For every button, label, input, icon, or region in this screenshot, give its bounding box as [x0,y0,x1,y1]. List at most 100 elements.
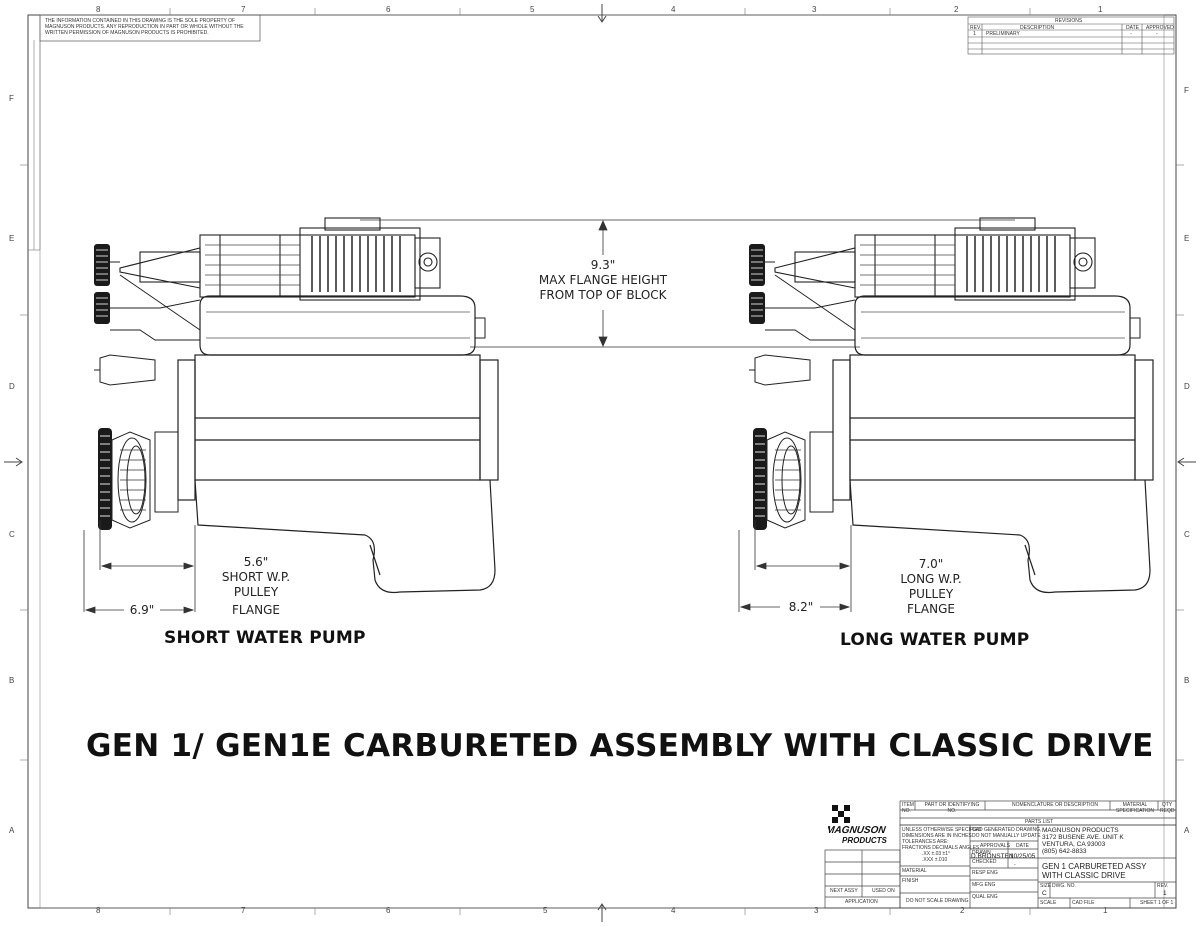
cad-note: CAD GENERATED DRAWING, DO NOT MANUALLY U… [972,827,1041,839]
drawn-label: DRAWN [972,850,991,856]
dim-text: SHORT W.P. [221,570,291,584]
parts-header: QTY REQD [1160,802,1175,814]
dim-text: PULLEY [908,587,954,601]
used-on-label: USED ON [872,888,895,894]
drawing-title-block-title: GEN 1 CARBURETED ASSY WITH CLASSIC DRIVE [1042,862,1146,880]
rev-col-header: DESCRIPTION [1020,25,1055,31]
zone-label-right: D [1184,382,1190,391]
zone-label-top: 8 [96,5,101,14]
zone-label-top: 3 [812,5,817,14]
parts-header: MATERIAL SPECIFICATION [1116,802,1154,814]
revisions-title: REVISIONS [1055,18,1083,24]
company-address: MAGNUSON PRODUCTS 3172 BUSENE AVE. UNIT … [1042,827,1124,855]
parts-header: ITEM NO. [902,802,914,814]
note-line: TOLERANCES ARE: [902,839,949,845]
rev-row-cell: 1 [973,31,976,37]
engine-long-pump-view [748,217,1154,594]
engine-short-pump-view [93,217,499,594]
flange-height-dimension [360,219,1015,348]
note-line: CAD GENERATED DRAWING, [972,827,1042,833]
zone-label-top: 5 [530,5,535,14]
zone-label-right: C [1184,530,1190,539]
parts-header: NOMENCLATURE OR DESCRIPTION [1011,802,1099,808]
tolerance-note: UNLESS OTHERWISE SPECIFIED DIMENSIONS AR… [902,827,981,863]
scale-label: SCALE [1040,900,1057,906]
zone-label-bottom: 7 [241,906,246,915]
revision-block [967,16,1175,55]
mfg-eng-label: MFG ENG [972,882,996,888]
long-overall-dim: 8.2" [788,600,814,614]
zone-label-bottom: 3 [814,906,819,915]
address-line: (805) 642-8833 [1042,848,1087,855]
zone-label-left: E [9,234,15,243]
zone-label-left: F [9,94,14,103]
dim-text: FLANGE [907,602,955,616]
checked-value: - [1014,862,1016,868]
dim-text: FROM TOP OF BLOCK [539,288,667,302]
long-pump-dimensions [738,520,852,612]
address-line: VENTURA, CA 93003 [1042,841,1106,848]
no-scale-note: DO NOT SCALE DRAWING [906,898,969,904]
dim-text: PULLEY [233,585,279,599]
note-line: DO NOT MANUALLY UPDATE [972,833,1041,839]
proprietary-notice: THE INFORMATION CONTAINED IN THIS DRAWIN… [45,18,244,36]
title-block [824,800,1177,909]
dim-value: 7.0" [918,557,944,571]
cad-file-label: CAD FILE [1072,900,1095,906]
zone-label-bottom: 2 [960,906,965,915]
size-label: SIZE [1040,883,1052,889]
zone-label-right: A [1184,826,1190,835]
zone-label-bottom: 6 [386,906,391,915]
material-label: MATERIAL [902,868,927,874]
next-assy-label: NEXT ASSY [830,888,858,894]
zone-label-top: 1 [1098,5,1103,14]
dim-text: FLANGE [232,603,280,617]
zone-label-bottom: 4 [671,906,676,915]
rev-row-cell: - [1130,31,1132,37]
zone-label-top: 6 [386,5,391,14]
short-water-pump-label: SHORT WATER PUMP [164,628,366,648]
zone-label-right: B [1184,676,1190,685]
long-pulley-flange-label: 7.0" LONG W.P. PULLEY FLANGE [886,557,976,617]
checked-label: CHECKED [972,859,997,865]
drawing-main-title: GEN 1/ GEN1E CARBURETED ASSEMBLY WITH CL… [86,728,1154,764]
application-label: APPLICATION [845,899,878,905]
size-value: C [1042,890,1047,897]
zone-label-bottom: 1 [1103,906,1108,915]
dim-text: LONG W.P. [900,572,962,586]
zone-label-top: 4 [671,5,676,14]
title-line: GEN 1 CARBURETED ASSY [1042,862,1147,871]
rev-label: REV. [1157,883,1169,889]
dim-value: 9.3" [590,258,616,272]
rev-col-header: DATE [1126,25,1139,31]
svg-text:PRODUCTS: PRODUCTS [842,836,888,845]
notice-box [39,14,261,42]
qual-eng-label: QUAL ENG [972,894,998,900]
address-line: MAGNUSON PRODUCTS [1042,827,1119,834]
zone-label-top: 7 [241,5,246,14]
zone-label-left: D [9,382,15,391]
note-line: DIMENSIONS ARE IN INCHES [902,833,972,839]
rev-row-cell: PRELIMINARY [986,31,1020,37]
dwg-no-label: DWG. NO. [1052,883,1076,889]
title-line: WITH CLASSIC DRIVE [1042,871,1126,880]
parts-list-title: PARTS LIST [1025,819,1054,825]
parts-header: PART OR IDENTIFYING NO. [924,802,980,814]
dim-value: 5.6" [243,555,269,569]
resp-eng-label: RESP ENG [972,870,998,876]
note-line: UNLESS OTHERWISE SPECIFIED [902,827,982,833]
zone-label-bottom: 8 [96,906,101,915]
note-line: .XX ±.03 ±1° [922,851,951,857]
short-pump-dimensions [83,520,196,614]
rev-row-cell: - [1156,31,1158,37]
zone-label-left: B [9,676,15,685]
dim-text: MAX FLANGE HEIGHT [538,273,668,287]
long-water-pump-label: LONG WATER PUMP [840,630,1030,650]
zone-label-left: A [9,826,15,835]
rev-col-header: REV. [970,25,982,31]
flange-height-label: 9.3" MAX FLANGE HEIGHT FROM TOP OF BLOCK [530,258,676,303]
zone-label-right: F [1184,86,1189,95]
zone-label-bottom: 5 [543,906,548,915]
